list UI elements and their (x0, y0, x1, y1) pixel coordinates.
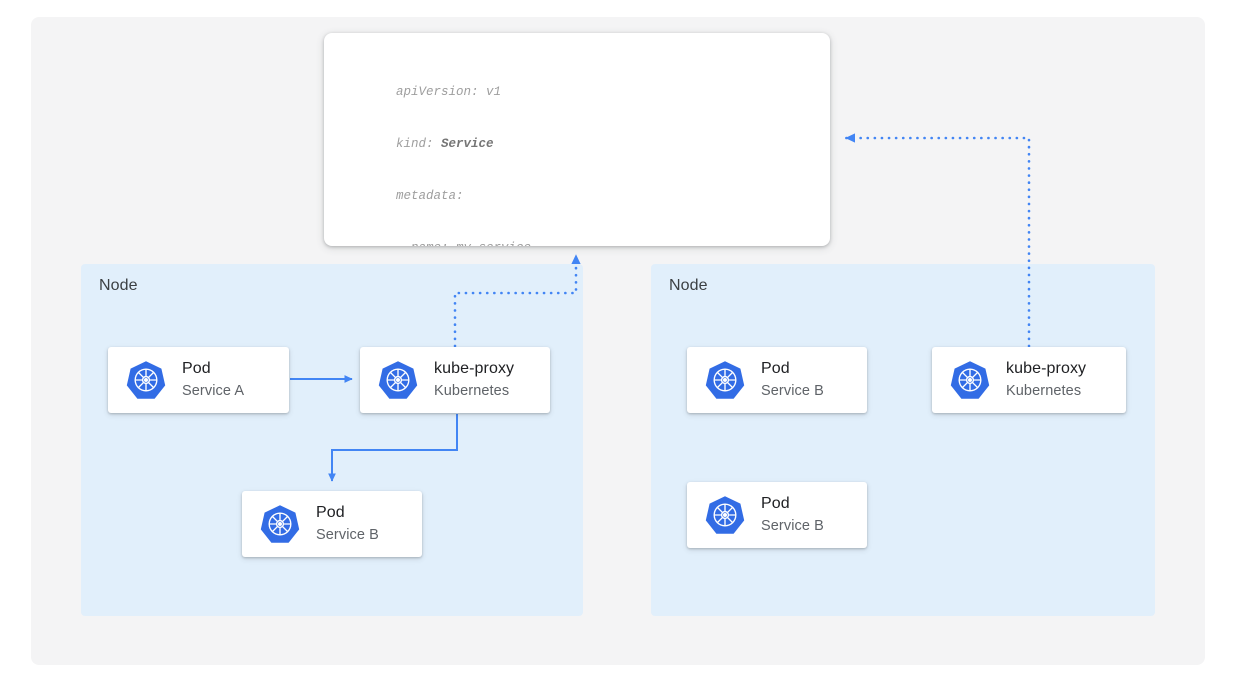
yaml-line-metadata: metadata: (396, 189, 464, 204)
card-title: Pod (182, 360, 211, 377)
yaml-line-kind: kind: Service (396, 137, 494, 152)
card-text: Pod Service B (761, 494, 824, 536)
card-title: Pod (316, 504, 345, 521)
card-pod-service-b-right-top[interactable]: Pod Service B (687, 347, 867, 413)
card-title: kube-proxy (1006, 360, 1087, 377)
card-title: Pod (761, 495, 790, 512)
card-subtitle: Kubernetes (1006, 383, 1082, 399)
card-subtitle: Service B (316, 527, 379, 543)
node-label-left: Node (99, 277, 138, 294)
kubernetes-icon (126, 360, 166, 400)
card-text: Pod Service B (761, 359, 824, 401)
kubernetes-icon (705, 495, 745, 535)
card-pod-service-b-right-bottom[interactable]: Pod Service B (687, 482, 867, 548)
yaml-line-apiversion: apiVersion: v1 (396, 84, 502, 99)
card-kube-proxy-left[interactable]: kube-proxy Kubernetes (360, 347, 550, 413)
card-text: kube-proxy Kubernetes (1006, 359, 1086, 401)
service-manifest-card: apiVersion: v1 kind: Service metadata: n… (324, 33, 830, 246)
node-label-right: Node (669, 277, 708, 294)
card-subtitle: Service B (761, 383, 824, 399)
yaml-line-name: name: my-service (396, 240, 704, 246)
node-panel-right: Node (651, 264, 1155, 616)
kubernetes-icon (705, 360, 745, 400)
card-title: kube-proxy (434, 360, 515, 377)
card-subtitle: Kubernetes (434, 383, 510, 399)
card-text: Pod Service B (316, 503, 379, 545)
card-subtitle: Service B (761, 518, 824, 534)
card-kube-proxy-right[interactable]: kube-proxy Kubernetes (932, 347, 1126, 413)
card-text: kube-proxy Kubernetes (434, 359, 514, 401)
card-text: Pod Service A (182, 359, 244, 401)
card-pod-service-b-left[interactable]: Pod Service B (242, 491, 422, 557)
card-pod-service-a[interactable]: Pod Service A (108, 347, 289, 413)
kubernetes-icon (378, 360, 418, 400)
card-title: Pod (761, 360, 790, 377)
service-manifest-code: apiVersion: v1 kind: Service metadata: n… (396, 49, 704, 246)
card-subtitle: Service A (182, 383, 245, 399)
node-panel-left: Node (81, 264, 583, 616)
kubernetes-icon (950, 360, 990, 400)
kubernetes-icon (260, 504, 300, 544)
